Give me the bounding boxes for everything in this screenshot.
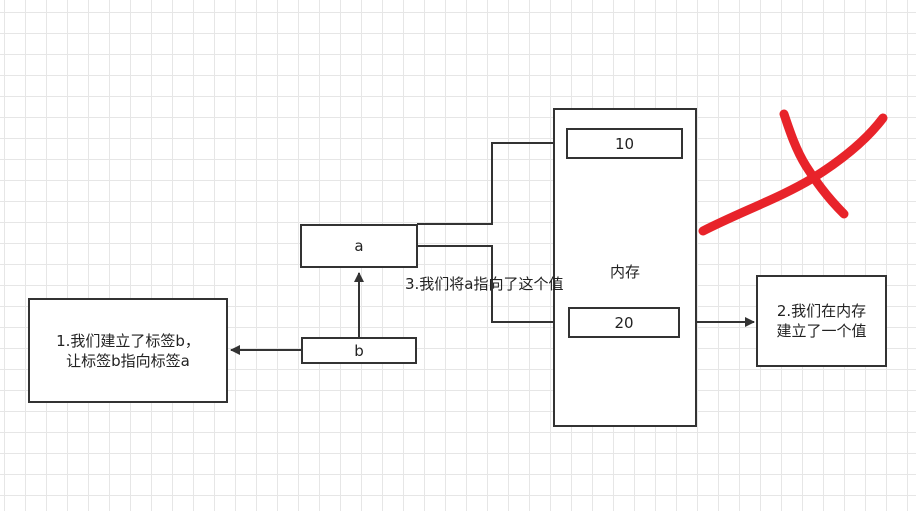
- edge-a-to-10: [417, 138, 565, 225]
- label-a-text: a: [354, 237, 364, 255]
- note-step2-box[interactable]: 2.我们在内存 建立了一个值: [756, 275, 887, 367]
- note-step1-line2: 让标签b指向标签a: [66, 351, 190, 370]
- label-b-text: b: [354, 341, 364, 360]
- value-20-label: 20: [614, 313, 634, 332]
- note-step1-line1: 1.我们建立了标签b，: [56, 331, 200, 350]
- note-step2-line2: 建立了一个值: [776, 322, 867, 340]
- edge-label-step3: 3.我们将a指向了这个值: [405, 275, 564, 293]
- value-20-box[interactable]: 20: [568, 307, 680, 338]
- memory-label: 内存: [609, 263, 640, 281]
- memory-box[interactable]: 内存: [553, 108, 697, 427]
- label-b-box[interactable]: b: [301, 337, 417, 364]
- value-10-label: 10: [614, 134, 635, 153]
- note-step1-box[interactable]: 1.我们建立了标签b， 让标签b指向标签a: [28, 298, 228, 403]
- label-a-box[interactable]: a: [300, 224, 418, 268]
- note-step2-line1: 2.我们在内存: [776, 302, 867, 320]
- value-10-box[interactable]: 10: [566, 128, 683, 159]
- cross-stroke-2: [779, 109, 849, 219]
- cross-stroke-1: [698, 113, 888, 236]
